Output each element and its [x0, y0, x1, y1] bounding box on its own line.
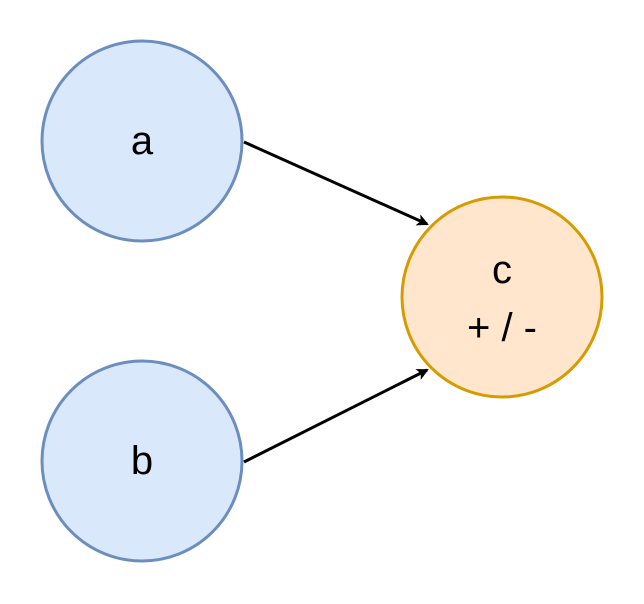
- node-a-circle: [40, 39, 244, 243]
- node-a-label: a: [131, 119, 154, 163]
- node-b-label: b: [131, 439, 153, 483]
- node-c-circle: [400, 195, 604, 399]
- node-a[interactable]: a: [40, 39, 244, 243]
- edge-a-to-c[interactable]: [243, 140, 429, 226]
- node-c[interactable]: c + / -: [400, 195, 604, 399]
- node-b-circle: [40, 359, 244, 563]
- node-c-label: c: [492, 248, 512, 292]
- node-b[interactable]: b: [40, 359, 244, 563]
- edge-b-to-c[interactable]: [243, 368, 429, 464]
- node-c-operator-label: + / -: [467, 306, 537, 350]
